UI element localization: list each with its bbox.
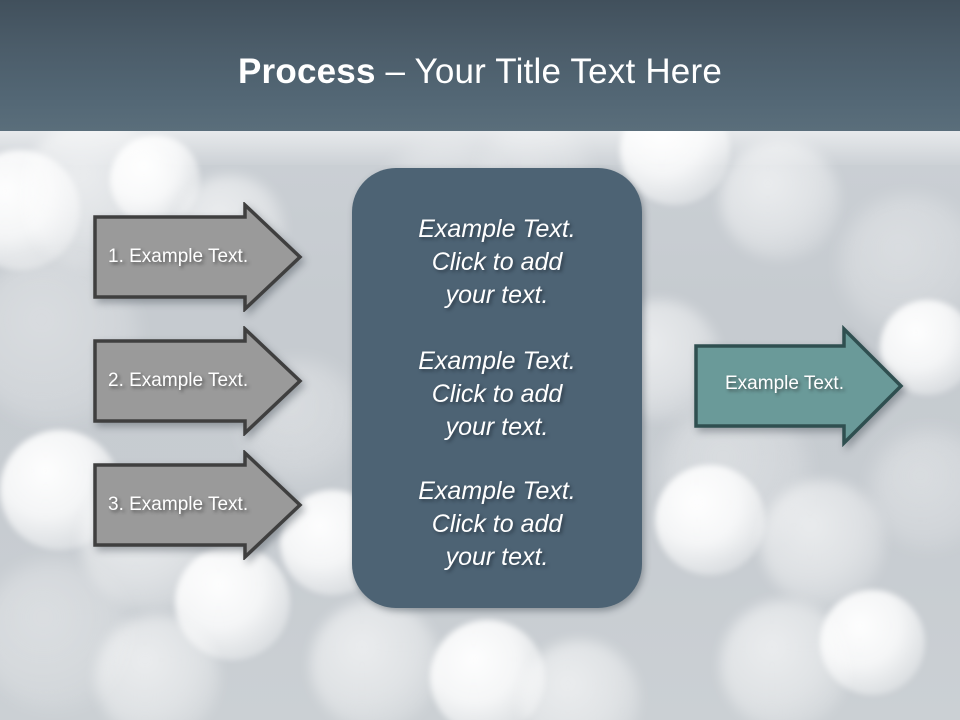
panel-text-line: Example Text.	[418, 347, 576, 375]
panel-text-block-1[interactable]: Example Text. Click to add your text.	[352, 213, 642, 312]
panel-text-block-2[interactable]: Example Text. Click to add your text.	[352, 345, 642, 444]
panel-text-line: your text.	[445, 543, 549, 571]
page-title-rest: – Your Title Text Here	[375, 52, 722, 91]
page-title: Process – Your Title Text Here	[0, 50, 960, 94]
right-arrow-icon	[93, 202, 303, 312]
panel-text-line: your text.	[445, 413, 549, 441]
process-step-arrow-3[interactable]: 3. Example Text.	[93, 450, 303, 560]
background-highlight-band	[0, 131, 960, 165]
panel-text-block-3[interactable]: Example Text. Click to add your text.	[352, 475, 642, 574]
center-content-panel[interactable]: Example Text. Click to add your text. Ex…	[352, 168, 642, 608]
panel-text-line: Click to add	[431, 380, 563, 408]
slide-header-bar: Process – Your Title Text Here	[0, 0, 960, 131]
panel-text-line: Click to add	[431, 510, 563, 538]
panel-text-line: Click to add	[431, 248, 563, 276]
process-step-arrow-1[interactable]: 1. Example Text.	[93, 202, 303, 312]
panel-text-line: Example Text.	[418, 215, 576, 243]
process-step-arrow-2[interactable]: 2. Example Text.	[93, 326, 303, 436]
panel-text-line: your text.	[445, 281, 549, 309]
panel-text-line: Example Text.	[418, 477, 576, 505]
right-arrow-icon	[93, 450, 303, 560]
right-arrow-icon	[694, 325, 904, 447]
right-arrow-icon	[93, 326, 303, 436]
process-result-arrow[interactable]: Example Text.	[694, 325, 904, 447]
page-title-emphasis: Process	[238, 52, 376, 91]
